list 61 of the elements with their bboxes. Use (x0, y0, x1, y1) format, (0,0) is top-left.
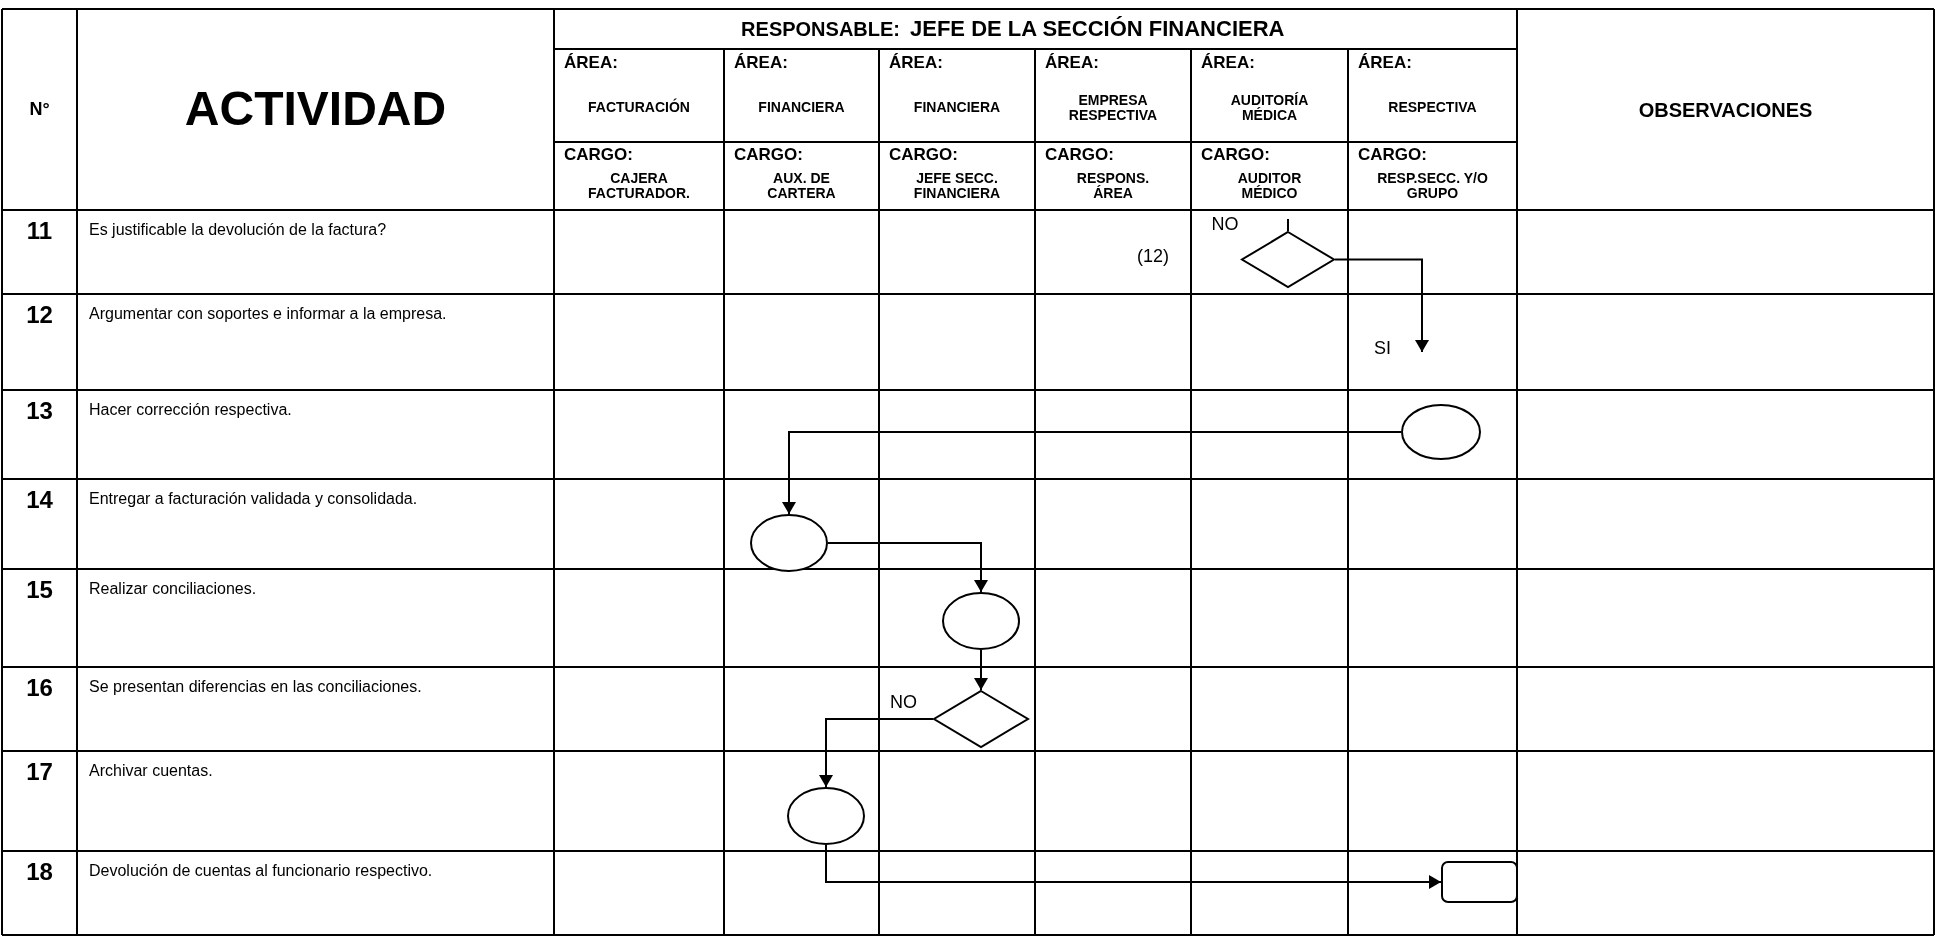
field-label: CARGO: (1201, 145, 1270, 165)
activity-text: Hacer corrección respectiva. (89, 400, 292, 420)
row-number: 16 (26, 674, 53, 702)
column-header: OBSERVACIONES (1638, 98, 1813, 121)
row-number: 18 (26, 858, 53, 886)
decision-diamond (933, 690, 1029, 748)
process-circle (787, 787, 865, 845)
area-name: RESPECTIVA (1388, 100, 1477, 116)
activity-text: Es justificable la devolución de la factura? (89, 220, 387, 240)
step-reference: (12) (1137, 247, 1169, 267)
responsible-label: RESPONSABLE: (741, 18, 900, 40)
field-label: ÁREA: (564, 53, 618, 73)
area-name: AUDITORÍA MÉDICA (1229, 92, 1310, 124)
process-circle (942, 592, 1020, 650)
responsible-name: JEFE DE LA SECCIÓN FINANCIERA (910, 16, 1285, 42)
activity-text: Devolución de cuentas al funcionario respectivo. (89, 861, 433, 881)
area-name: FACTURACIÓN (588, 100, 690, 116)
area-name: FINANCIERA (758, 100, 845, 116)
terminal-box (1441, 861, 1518, 903)
field-label: ÁREA: (1201, 53, 1255, 73)
decision-diamond (1241, 231, 1335, 288)
field-label: ÁREA: (1045, 53, 1099, 73)
arrow (819, 718, 934, 788)
row-number: 11 (26, 217, 53, 245)
field-label: CARGO: (889, 145, 958, 165)
area-name: FINANCIERA (913, 100, 1001, 116)
column-header: N° (29, 99, 50, 120)
area-name: EMPRESA RESPECTIVA (1067, 92, 1159, 124)
column-header: ACTIVIDAD (184, 83, 447, 136)
field-label: ÁREA: (1358, 53, 1412, 73)
arrow (827, 542, 988, 593)
arrow (782, 431, 1402, 515)
role-name: RESPONS. ÁREA (1075, 170, 1151, 202)
branch-label: NO (1211, 215, 1239, 235)
field-label: CARGO: (564, 145, 633, 165)
row-number: 14 (26, 486, 53, 514)
role-name: CAJERA FACTURADOR. (587, 170, 691, 202)
arrow (1334, 258, 1429, 353)
activity-text: Entregar a facturación validada y consolidada. (89, 489, 418, 509)
field-label: ÁREA: (734, 53, 788, 73)
connector-line (1287, 218, 1289, 232)
role-name: JEFE SECC. FINANCIERA (912, 170, 1002, 202)
row-number: 15 (26, 576, 53, 604)
field-label: CARGO: (1358, 145, 1427, 165)
field-label: CARGO: (734, 145, 803, 165)
activity-text: Se presentan diferencias en las conciliaciones. (89, 677, 422, 697)
row-number: 12 (26, 301, 53, 329)
activity-text: Archivar cuentas. (89, 761, 213, 781)
role-name: AUDITOR MÉDICO (1236, 170, 1303, 202)
arrow (974, 649, 988, 691)
row-number: 13 (26, 397, 53, 425)
field-label: ÁREA: (889, 53, 943, 73)
process-circle (750, 514, 828, 572)
activity-text: Realizar conciliaciones. (89, 579, 257, 599)
arrow (825, 844, 1442, 889)
row-number: 17 (26, 758, 53, 786)
field-label: CARGO: (1045, 145, 1114, 165)
process-circle (1401, 404, 1481, 460)
activity-text: Argumentar con soportes e informar a la empresa. (89, 304, 447, 324)
role-name: RESP.SECC. Y/O GRUPO (1376, 170, 1489, 202)
role-name: AUX. DE CARTERA (766, 170, 837, 202)
